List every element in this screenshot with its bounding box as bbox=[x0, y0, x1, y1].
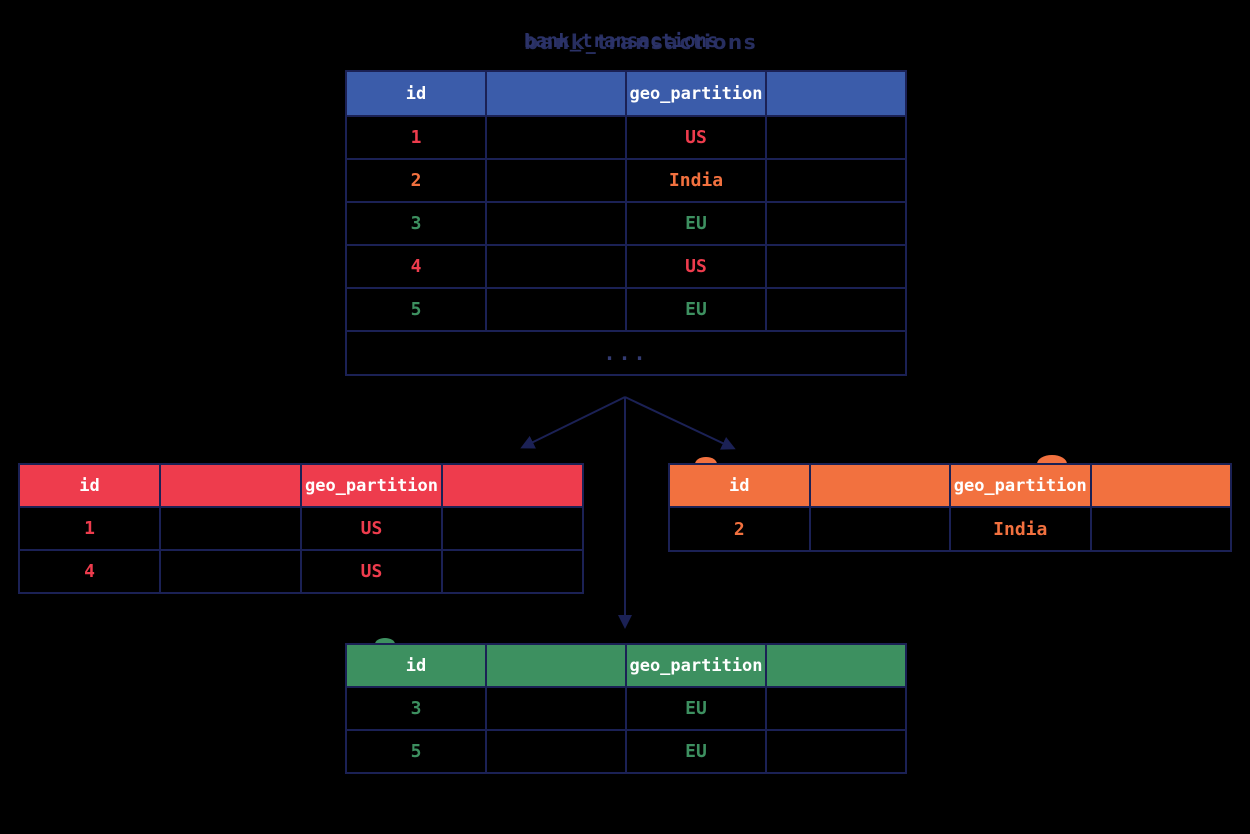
table-row: 4 US bbox=[18, 549, 584, 594]
table-cell: 1 bbox=[345, 115, 487, 160]
table-cell bbox=[765, 686, 907, 731]
table-cell bbox=[485, 115, 627, 160]
table-cell: 3 bbox=[345, 686, 487, 731]
header-row: id geo_partition bbox=[345, 643, 907, 688]
table-cell bbox=[485, 244, 627, 289]
table-cell bbox=[765, 115, 907, 160]
column-header-geo_partition: geo_partition bbox=[625, 643, 767, 688]
column-header-id: id bbox=[345, 70, 487, 117]
partial-circle-decoration bbox=[375, 638, 395, 644]
column-header-id: id bbox=[345, 643, 487, 688]
column-header-empty bbox=[441, 463, 584, 508]
header-row: id geo_partition bbox=[345, 70, 907, 117]
table-row: 5 EU bbox=[345, 729, 907, 774]
table-cell: US bbox=[625, 244, 767, 289]
table-cell: US bbox=[625, 115, 767, 160]
table-cell: 5 bbox=[345, 729, 487, 774]
table-cell: US bbox=[300, 506, 443, 551]
table-row: 4 US bbox=[345, 244, 907, 289]
table-cell: 3 bbox=[345, 201, 487, 246]
table-cell bbox=[485, 686, 627, 731]
ellipsis-cell: ... bbox=[345, 330, 907, 376]
table-cell bbox=[808, 506, 951, 552]
arrow-to-india-partition bbox=[624, 396, 736, 450]
table-cell bbox=[485, 158, 627, 203]
table-cell: India bbox=[949, 506, 1092, 552]
table-cell: 5 bbox=[345, 287, 487, 332]
table-cell: EU bbox=[625, 201, 767, 246]
table-cell bbox=[159, 549, 302, 594]
table-cell bbox=[441, 549, 584, 594]
table-cell bbox=[159, 506, 302, 551]
header-row: id geo_partition bbox=[18, 463, 584, 508]
table-cell bbox=[485, 287, 627, 332]
table-row: 3 EU bbox=[345, 686, 907, 731]
table-cell bbox=[1089, 506, 1232, 552]
column-header-empty bbox=[765, 643, 907, 688]
table-cell bbox=[765, 244, 907, 289]
table-row: 1 US bbox=[345, 115, 907, 160]
column-header-empty bbox=[485, 70, 627, 117]
column-header-geo_partition: geo_partition bbox=[625, 70, 767, 117]
table-cell: EU bbox=[625, 686, 767, 731]
partial-circle-decoration bbox=[1037, 455, 1067, 464]
table-cell bbox=[441, 506, 584, 551]
table-cell bbox=[765, 729, 907, 774]
table-row: 5 EU bbox=[345, 287, 907, 332]
table-row: 1 US bbox=[18, 506, 584, 551]
table-cell: EU bbox=[625, 287, 767, 332]
table-cell: US bbox=[300, 549, 443, 594]
column-header-id: id bbox=[668, 463, 811, 508]
table-cell bbox=[765, 201, 907, 246]
table-cell: 2 bbox=[345, 158, 487, 203]
table-cell: 2 bbox=[668, 506, 811, 552]
partial-circle-decoration bbox=[695, 457, 717, 464]
table-row: 2 India bbox=[668, 506, 1232, 552]
table-cell: 4 bbox=[345, 244, 487, 289]
column-header-id: id bbox=[18, 463, 161, 508]
table-cell bbox=[485, 201, 627, 246]
table-cell: 4 bbox=[18, 549, 161, 594]
column-header-empty bbox=[1089, 463, 1232, 508]
column-header-empty bbox=[765, 70, 907, 117]
table-cell bbox=[765, 158, 907, 203]
table-cell: EU bbox=[625, 729, 767, 774]
table-cell: 1 bbox=[18, 506, 161, 551]
column-header-empty bbox=[485, 643, 627, 688]
india-partition-table: id geo_partition 2 India bbox=[668, 463, 1232, 552]
column-header-geo_partition: geo_partition bbox=[949, 463, 1092, 508]
table-row: 2 India bbox=[345, 158, 907, 203]
table-row: 3 EU bbox=[345, 201, 907, 246]
column-header-empty bbox=[808, 463, 951, 508]
column-header-empty bbox=[159, 463, 302, 508]
table-cell bbox=[765, 287, 907, 332]
table-cell bbox=[485, 729, 627, 774]
header-row: id geo_partition bbox=[668, 463, 1232, 508]
arrow-to-us-partition bbox=[520, 396, 626, 449]
column-header-geo_partition: geo_partition bbox=[300, 463, 443, 508]
ellipsis-row: ... bbox=[345, 330, 907, 376]
table-cell: India bbox=[625, 158, 767, 203]
